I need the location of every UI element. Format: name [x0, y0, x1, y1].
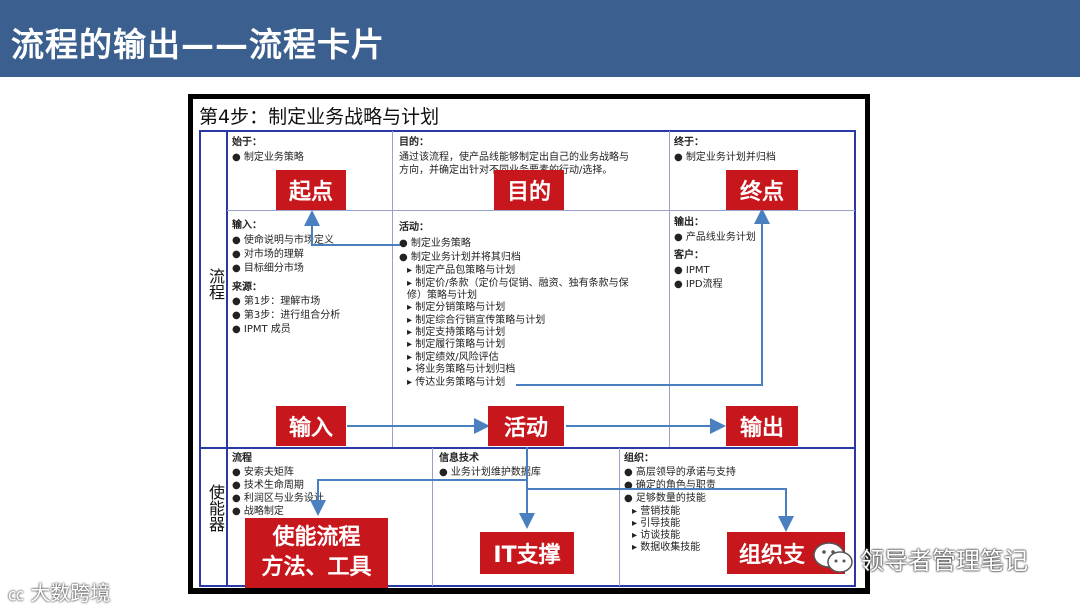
enabler-process-heading: 流程 — [232, 453, 252, 464]
enabler-org-subitem: ▸ 数据收集技能 — [632, 542, 701, 553]
source-item: ● 第3步：进行组合分析 — [232, 310, 341, 321]
row-divider — [227, 210, 855, 211]
customer-heading: 客户： — [674, 250, 704, 261]
activity-subitem: ▸ 制定综合行销宣传策略与计划 — [407, 315, 546, 326]
arrow-to-org — [527, 488, 794, 532]
watermark-left-text: 大数跨境 — [30, 581, 111, 605]
watermark-right-text: 领导者管理笔记 — [860, 546, 1028, 575]
input-heading: 输入： — [232, 220, 262, 231]
end-heading: 终于： — [674, 137, 704, 148]
purpose-heading: 目的： — [399, 137, 429, 148]
activity-subitem: ▸ 制定履行策略与计划 — [407, 339, 506, 350]
customer-item: ● IPD流程 — [674, 279, 723, 290]
callout-input: 输入 — [276, 406, 346, 446]
activity-subitem: ▸ 制定分销策略与计划 — [407, 302, 506, 313]
side-column-divider — [226, 131, 228, 586]
callout-it: IT支撑 — [480, 532, 574, 574]
enabler-org-subitem: ▸ 营销技能 — [632, 506, 681, 517]
activity-subitem: ▸ 制定价/条款（定价与促销、融资、独有条款与保 — [407, 278, 629, 289]
enabler-process-item: ● 技术生命周期 — [232, 480, 304, 491]
column-divider — [669, 131, 670, 448]
end-item: ● 制定业务计划并归档 — [674, 152, 776, 163]
enabler-org-item: ● 足够数量的技能 — [624, 493, 706, 504]
activity-subitem: ▸ 制定产品包策略与计划 — [407, 265, 516, 276]
header-bar: 流程的输出——流程卡片 — [0, 0, 1080, 77]
column-divider — [619, 448, 620, 586]
start-item: ● 制定业务策略 — [232, 152, 304, 163]
activity-subitem: ▸ 制定绩效/风险评估 — [407, 352, 499, 363]
watermark-left: ㏄ 大数跨境 — [8, 577, 110, 606]
activity-item: ● 制定业务策略 — [399, 238, 471, 249]
card-grid — [199, 130, 856, 587]
callout-purpose: 目的 — [494, 170, 564, 210]
source-heading: 来源： — [232, 282, 262, 293]
page-title: 流程的输出——流程卡片 — [11, 25, 385, 64]
enabler-org-item: ● 确定的角色与职责 — [624, 480, 716, 491]
start-heading: 始于： — [232, 137, 262, 148]
watermark-right: 领导者管理笔记 — [812, 540, 1028, 576]
callout-enabler-line2: 方法、工具 — [261, 555, 372, 580]
enabler-org-heading: 组织： — [624, 453, 654, 464]
activity-subitem: ▸ 将业务策略与计划归档 — [407, 364, 516, 375]
brand-logo-icon: ㏄ — [8, 585, 25, 604]
arrow-to-enabler-process — [310, 479, 527, 516]
enabler-process-item: ● 战略制定 — [232, 506, 284, 517]
wechat-icon — [813, 542, 853, 573]
callout-activity: 活动 — [488, 406, 564, 446]
enabler-it-item: ● 业务计划维护数据库 — [439, 467, 541, 478]
callout-start: 起点 — [276, 170, 346, 210]
source-item: ● 第1步：理解市场 — [232, 296, 321, 307]
activity-subitem: 修）策略与计划 — [407, 290, 477, 301]
activity-subitem: ▸ 制定支持策略与计划 — [407, 327, 506, 338]
input-item: ● 对市场的理解 — [232, 249, 304, 260]
customer-item: ● IPMT — [674, 265, 710, 276]
column-divider — [392, 131, 393, 448]
column-divider — [432, 448, 433, 586]
enabler-org-subitem: ▸ 引导技能 — [632, 518, 681, 529]
source-item: ● IPMT 成员 — [232, 324, 291, 335]
callout-enabler-line1: 使能流程 — [272, 525, 361, 550]
activity-heading: 活动： — [399, 222, 429, 233]
enabler-it-heading: 信息技术 — [439, 453, 479, 464]
activity-subitem: ▸ 传达业务策略与计划 — [407, 377, 506, 388]
output-heading: 输出： — [674, 217, 704, 228]
enabler-process-item: ● 利润区与业务设计 — [232, 493, 324, 504]
input-item: ● 使命说明与市场定义 — [232, 235, 334, 246]
enabler-process-item: ● 安索夫矩阵 — [232, 467, 294, 478]
arrow-activity-to-start — [304, 210, 400, 246]
callout-enabler-process: 使能流程 方法、工具 — [245, 518, 388, 588]
enabler-org-item: ● 高层领导的承诺与支持 — [624, 467, 736, 478]
callout-end: 终点 — [726, 170, 798, 210]
card-title: 第4步：制定业务战略与计划 — [199, 106, 440, 128]
callout-output: 输出 — [726, 406, 798, 446]
side-label-process: 流程 — [206, 268, 225, 300]
arrow-activity-to-end — [516, 208, 770, 386]
input-item: ● 目标细分市场 — [232, 263, 304, 274]
purpose-text: 通过该流程，使产品线能够制定出自己的业务战略与 — [399, 152, 629, 163]
side-label-enablers: 使能器 — [206, 484, 225, 532]
output-item: ● 产品线业务计划 — [674, 232, 756, 243]
enabler-org-subitem: ▸ 访谈技能 — [632, 530, 681, 541]
activity-item: ● 制定业务计划并将其归档 — [399, 252, 521, 263]
